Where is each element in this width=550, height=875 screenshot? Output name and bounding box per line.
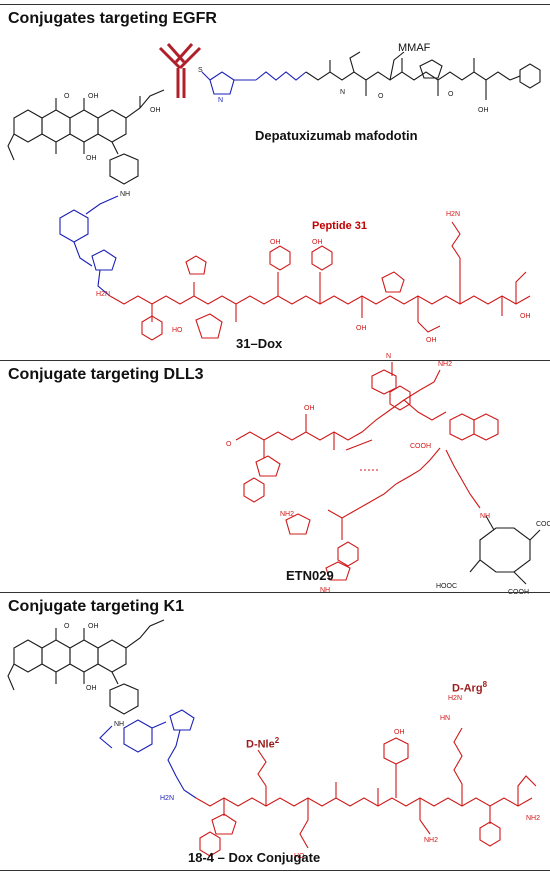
svg-text:COOH: COOH (536, 521, 550, 528)
doxorubicin-core-2 (7, 619, 165, 715)
conjugate-name-depatuxizumab: Depatuxizumab mafodotin (255, 128, 418, 143)
svg-text:HO: HO (294, 853, 305, 860)
payload-label-mmaf: MMAF (398, 42, 431, 54)
residue-label-d-arg-sup: 8 (482, 680, 488, 689)
svg-text:OH: OH (394, 729, 405, 736)
residue-label-d-arg: D-Arg8 (452, 680, 487, 695)
panel-heading-dll3: Conjugate targeting DLL3 (8, 366, 204, 383)
svg-text:OH: OH (86, 685, 97, 692)
svg-text:NH2: NH2 (438, 361, 452, 368)
smcc-linker-2 (99, 709, 197, 799)
residue-label-d-arg-text: D-Arg (452, 682, 483, 695)
conjugate-name-31-dox: 31–Dox (236, 336, 283, 351)
top-divider (0, 4, 550, 5)
svg-text:OH: OH (426, 337, 437, 344)
panel-heading-k1: Conjugate targeting K1 (8, 598, 185, 615)
svg-text:COOH: COOH (410, 443, 431, 450)
svg-text:N: N (218, 97, 223, 104)
svg-text:H2N: H2N (160, 795, 174, 802)
svg-text:NH: NH (320, 587, 330, 594)
svg-text:NH: NH (120, 191, 130, 198)
svg-text:NH2: NH2 (424, 837, 438, 844)
svg-text:S: S (198, 67, 203, 74)
mmaf-backbone (305, 51, 541, 100)
peptide-18-4-chain (195, 727, 537, 857)
svg-text:OH: OH (304, 405, 315, 412)
svg-text:O: O (378, 93, 384, 100)
svg-text:OH: OH (88, 623, 99, 630)
svg-text:NH2: NH2 (280, 511, 294, 518)
svg-text:H2N: H2N (448, 695, 462, 702)
etn029-peptide (235, 362, 499, 581)
svg-text:OH: OH (312, 239, 323, 246)
svg-text:O: O (448, 91, 454, 98)
antibody-icon (158, 43, 202, 98)
svg-text:NH: NH (114, 721, 124, 728)
residue-label-d-nle: D-Nle2 (246, 736, 279, 751)
svg-text:NH: NH (480, 513, 490, 520)
svg-text:HN: HN (440, 715, 450, 722)
residue-label-d-nle-sup: 2 (274, 736, 280, 745)
peptide-31-chain (109, 221, 531, 341)
svg-text:OH: OH (520, 313, 531, 320)
svg-text:H2N: H2N (446, 211, 460, 218)
conjugate-name-etn029: ETN029 (286, 568, 334, 583)
panel-heading-egfr: Conjugates targeting EGFR (8, 10, 217, 27)
conjugate-name-18-4-dox: 18-4 – Dox Conjugate (188, 850, 321, 865)
svg-text:OH: OH (86, 155, 97, 162)
peptide-31-label: Peptide 31 (312, 220, 368, 232)
svg-text:OH: OH (150, 107, 161, 114)
svg-text:O: O (64, 623, 70, 630)
doxorubicin-core-1 (7, 89, 165, 185)
svg-text:OH: OH (270, 239, 281, 246)
svg-text:HOOC: HOOC (436, 583, 457, 590)
svg-text:O: O (226, 441, 232, 448)
divider-2 (0, 592, 550, 593)
svg-text:OH: OH (88, 93, 99, 100)
svg-text:NH2: NH2 (526, 815, 540, 822)
dota-chelator (469, 515, 541, 585)
svg-text:OH: OH (478, 107, 489, 114)
svg-text:N: N (386, 353, 391, 360)
svg-text:OH: OH (356, 325, 367, 332)
residue-label-d-nle-text: D-Nle (246, 738, 275, 751)
divider-1 (0, 360, 550, 361)
svg-text:N: N (340, 89, 345, 96)
svg-text:H2N: H2N (96, 291, 110, 298)
maleimide-linker-depatux (201, 71, 307, 95)
svg-text:O: O (64, 93, 70, 100)
svg-text:HO: HO (172, 327, 183, 334)
smcc-linker-1 (59, 195, 119, 297)
bottom-divider (0, 870, 550, 871)
